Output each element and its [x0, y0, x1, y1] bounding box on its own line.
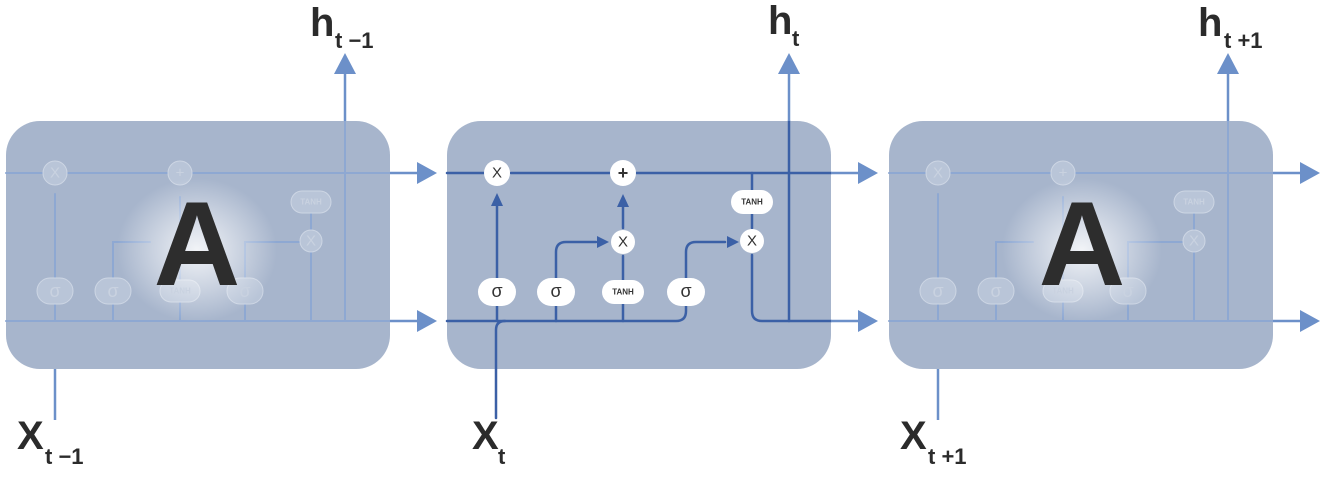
sigma-input-label: σ [550, 281, 561, 301]
forget-multiply-symbol: X [492, 165, 502, 182]
arrowhead-hidden-2 [858, 310, 878, 332]
arrowhead-output-current [778, 53, 800, 74]
ghost-next-add-symbol: + [1059, 165, 1068, 182]
svg-text:X: X [472, 414, 499, 458]
ghost-next-output-multiply-symbol: X [1189, 233, 1199, 250]
arrowhead-cell-state-3 [1300, 162, 1320, 184]
input-multiply-node [611, 230, 635, 254]
ghost-multiply-node [42, 160, 68, 186]
sigma-output-label: σ [680, 281, 691, 301]
ghost-output-multiply-node [299, 229, 323, 253]
ghost-next-tanh-candidate-label: TANH [1052, 287, 1074, 296]
svg-text:X: X [17, 414, 44, 458]
svg-text:t: t [498, 444, 506, 469]
arrowhead-output-next [1217, 53, 1239, 74]
tanh-cell-label: TANH [741, 198, 763, 207]
output-label-next: h t +1 [1198, 1, 1263, 53]
arrowhead-cell-state-2 [858, 162, 878, 184]
ghost-next-multiply-node [925, 160, 951, 186]
svg-text:h: h [310, 1, 334, 45]
arrowhead-hidden-1 [417, 310, 437, 332]
cell-label-a-prev: A [154, 177, 241, 311]
ghost-next-sigma-forget [919, 277, 957, 305]
input-label-prev: X t −1 [17, 414, 84, 469]
ghost-tanh-label: TANH [300, 198, 322, 207]
ghost-next-sigma-forget-label: σ [932, 281, 943, 301]
ghost-next-sigma-input-label: σ [990, 281, 1001, 301]
ghost-tanh-candidate-label: TANH [169, 287, 191, 296]
ghost-output-multiply-symbol: X [306, 233, 316, 250]
cell-internals-prev: X + X TANH σ σ TANH σ A [5, 120, 391, 322]
ghost-sigma-forget-label: σ [49, 281, 60, 301]
cell-label-a-next: A [1039, 177, 1126, 311]
svg-text:t +1: t +1 [928, 444, 967, 469]
ghost-sigma-output-label: σ [239, 281, 250, 301]
ghost-multiply-symbol: X [50, 165, 60, 182]
sigma-input-gate [537, 278, 575, 306]
ghost-next-tanh-label: TANH [1183, 198, 1205, 207]
ghost-next-sigma-input [977, 277, 1015, 305]
svg-text:t −1: t −1 [45, 444, 84, 469]
ghost-sigma-forget [36, 277, 74, 305]
sigma-forget-label: σ [491, 281, 502, 301]
cell-box-current [447, 121, 831, 369]
ghost-sigma-input-label: σ [107, 281, 118, 301]
svg-text:t: t [792, 26, 800, 51]
output-label-current: h t [768, 0, 800, 51]
ghost-tanh-node [290, 190, 332, 214]
svg-text:h: h [768, 0, 792, 43]
tanh-cell-node [731, 190, 773, 214]
svg-text:t +1: t +1 [1224, 28, 1263, 53]
input-label-next: X t +1 [900, 414, 967, 469]
ghost-add-symbol: + [176, 165, 185, 182]
output-multiply-symbol: X [747, 233, 757, 250]
arrowhead-cell-state-1 [417, 162, 437, 184]
sigma-forget-gate [478, 278, 516, 306]
svg-text:t −1: t −1 [335, 28, 374, 53]
svg-text:X: X [900, 414, 927, 458]
ghost-next-sigma-output-label: σ [1122, 281, 1133, 301]
tanh-candidate-label: TANH [612, 288, 634, 297]
cell-add-symbol: + [618, 163, 629, 183]
glow-next [1002, 178, 1162, 322]
output-multiply-node [740, 229, 764, 253]
sigma-output-gate [667, 278, 705, 306]
ghost-next-output-multiply-node [1182, 229, 1206, 253]
ghost-next-multiply-symbol: X [933, 165, 943, 182]
arrowhead-output-prev [334, 53, 356, 74]
output-label-prev: h t −1 [310, 1, 374, 53]
cell-internals-current: X + X X TANH σ σ TANH σ [445, 119, 833, 420]
glow-prev [117, 178, 277, 322]
arrowhead-hidden-3 [1300, 310, 1320, 332]
cell-internals-next: X + X TANH σ σ TANH σ A [888, 120, 1274, 322]
input-label-current: X t [472, 414, 506, 469]
cell-add-node [610, 160, 636, 186]
tanh-candidate-node [602, 280, 644, 304]
input-multiply-symbol: X [618, 234, 628, 251]
ghost-sigma-input [94, 277, 132, 305]
svg-text:h: h [1198, 1, 1222, 45]
ghost-next-tanh-node [1173, 190, 1215, 214]
forget-multiply-node [484, 160, 510, 186]
